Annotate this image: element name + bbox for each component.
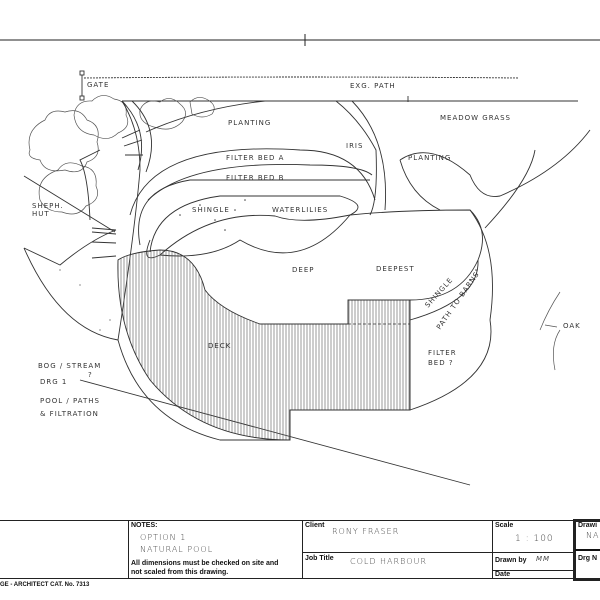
blank-cell [0,520,129,579]
disclaimer-line-1: All dimensions must be checked on site a… [131,560,279,567]
client-value: RONY FRASER [332,527,400,536]
label-filter-bed-a: FILTER BED A [226,154,284,162]
label-filtration: & FILTRATION [40,410,99,418]
label-oak: OAK [563,322,581,330]
stepping-stone-path [79,100,152,259]
scale-value: 1 : 100 [515,534,554,544]
catalogue-footer: GE - ARCHITECT CAT. No. 7313 [0,582,90,588]
drawing-label: Drawi [578,522,598,529]
label-filter-bed-q2: BED ? [428,359,454,367]
scale-label: Scale [495,522,514,529]
label-hut: HUT [32,210,50,218]
label-planting: PLANTING [228,119,271,127]
label-filter-bed-q1: FILTER [428,349,457,357]
notes-line-1: OPTION 1 [140,533,187,542]
label-deepest: DEEPEST [376,265,415,273]
label-iris: IRIS [346,142,363,150]
shingle-dots [59,199,477,331]
label-drg-1: DRG 1 [40,378,67,386]
label-deck: DECK [208,342,231,350]
notes-line-2: NATURAL POOL [140,545,214,554]
label-filter-bed-b: FILTER BED B [226,174,284,182]
label-path-to-barns: PATH TO BARNS [435,270,481,331]
existing-path [79,70,578,102]
drawing-cell [573,519,600,581]
job-title-label: Job Title [305,555,334,562]
label-pool-paths: POOL / PATHS [40,397,100,405]
job-title-value: COLD HARBOUR [350,557,427,566]
notes-label: NOTES: [131,522,158,529]
drawing-cell-divider [575,549,600,551]
label-gate: GATE [87,81,109,89]
label-deep: DEEP [292,266,314,274]
label-shingle: SHINGLE [192,206,230,214]
disclaimer-line-2: not scaled from this drawing. [131,569,229,576]
drawn-by-value: MM [536,555,551,563]
date-label: Date [495,571,511,578]
client-cell [302,520,493,553]
label-bog-question: ? [88,371,93,379]
label-waterlilies: WATERLILIES [272,206,328,214]
label-bog-stream: BOG / STREAM [38,362,101,370]
client-label: Client [305,522,325,529]
label-planting-2: PLANTING [408,154,451,162]
deck-hatched [117,249,411,441]
label-sheph: SHEPH. [32,202,64,210]
drg-no-label: Drg N [578,555,598,562]
trees [28,95,561,371]
drawing-value: NA [586,531,600,540]
label-meadow-grass: MEADOW GRASS [440,114,511,122]
drawn-by-label: Drawn by [495,557,527,564]
label-exg-path: EXG. PATH [350,82,396,90]
